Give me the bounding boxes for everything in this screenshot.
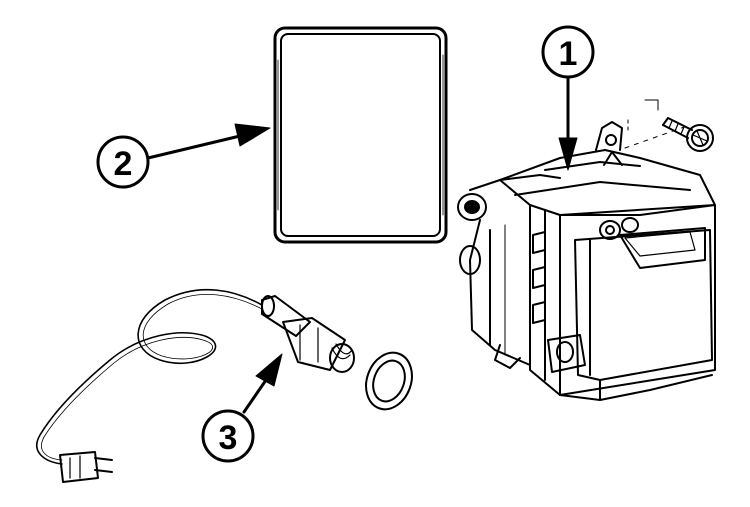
callout-1-label: 1 <box>559 35 578 73</box>
gasket-part <box>273 26 448 244</box>
callout-arrow-1 <box>558 76 578 171</box>
o-ring-part <box>365 351 413 411</box>
callout-3-label: 3 <box>219 419 238 457</box>
screw-part <box>624 99 714 152</box>
callout-3: 3 <box>201 409 255 463</box>
callout-1: 1 <box>541 25 595 79</box>
callout-arrow-3 <box>242 353 283 414</box>
callout-arrow-2 <box>146 123 271 160</box>
callout-2-label: 2 <box>114 145 133 183</box>
actuator-motor-part <box>457 121 716 401</box>
callout-2: 2 <box>96 135 150 189</box>
sensor-part <box>36 288 355 483</box>
